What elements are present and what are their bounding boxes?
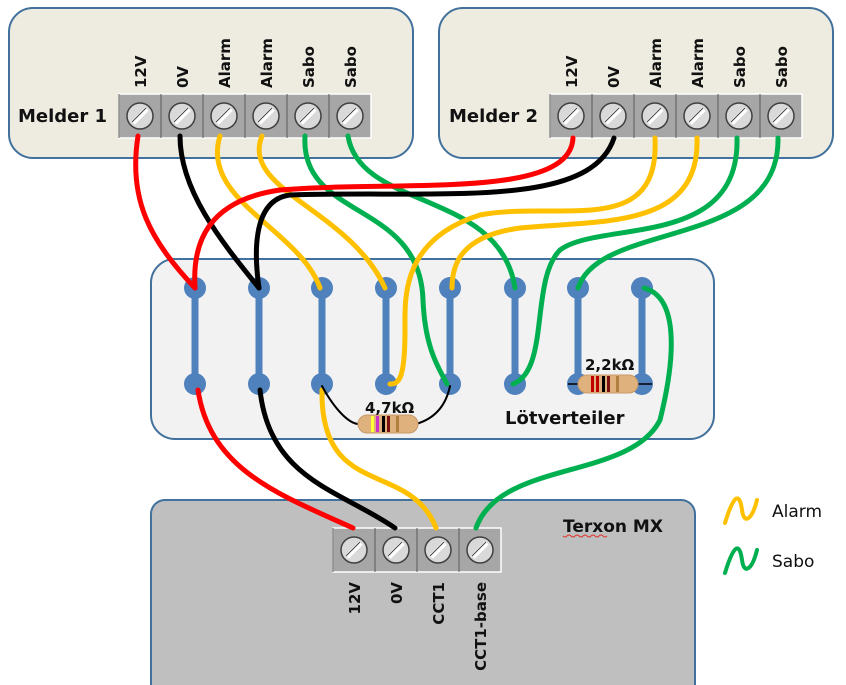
terxon-panel: Terxon MX 12V 0V CCT1 CCT1-base (150, 499, 696, 685)
wires (133, 133, 781, 531)
melder-2-terminal-screw-4 (725, 102, 753, 130)
melder-2-terminal-label-2: Alarm (647, 38, 665, 88)
melder-1-terminal-label-0: 12V (132, 55, 150, 88)
melder-2-terminal-screw-1 (599, 102, 627, 130)
melder-1-terminal-screw-3 (252, 102, 280, 130)
melder-2-terminal-screw-5 (767, 102, 795, 130)
legend-alarm-label: Alarm (772, 502, 822, 522)
wire-m1-alarm2 (256, 133, 388, 291)
legend-sabo-label: Sabo (772, 552, 814, 572)
legend: Alarm Sabo (723, 496, 822, 575)
melder-2-terminal-label-4: Sabo (731, 46, 749, 88)
melder-2-terminal-label-3: Alarm (689, 38, 707, 88)
melder-1-terminal-label-3: Alarm (258, 38, 276, 88)
melder-2-terminal-screw-2 (641, 102, 669, 130)
wire-panel-0v (257, 387, 398, 531)
resistor-4k7-lead-left (321, 385, 361, 425)
wire-m1-alarm1 (215, 133, 323, 291)
panel-terminal-screw-2 (424, 536, 452, 564)
melder-2-terminal-label-5: Sabo (773, 46, 791, 88)
wire-m2-sabo2 (575, 135, 781, 291)
wire-m1-12v (133, 133, 198, 291)
panel-terminal-screw-3 (466, 536, 494, 564)
wire-m2-alarm1 (387, 135, 658, 387)
wire-m2-alarm2 (449, 135, 700, 291)
spellcheck-underline (562, 534, 608, 538)
melder-2-terminal-label-0: 12V (563, 55, 581, 88)
panel-housing (150, 499, 696, 685)
panel-title: Terxon MX (563, 517, 663, 537)
melder-1-terminal-label-2: Alarm (216, 38, 234, 88)
legend-alarm-swatch (723, 496, 759, 525)
wire-panel-cct1-base (473, 285, 674, 531)
melder-1-title: Melder 1 (18, 106, 107, 127)
legend-sabo-swatch (723, 546, 759, 575)
resistor-4k7: 4,7kΩ (357, 399, 419, 434)
panel-terminal-label-0: 12V (346, 582, 364, 615)
board-title: Lötverteiler (505, 408, 625, 429)
melder-2-terminal-label-1: 0V (605, 66, 623, 88)
wire-panel-12v (195, 387, 356, 531)
solder-pad-bottom (375, 373, 397, 395)
melder-1-terminal-screw-5 (336, 102, 364, 130)
solder-pad-bottom (184, 373, 206, 395)
melder-2: Melder 2 12V 0V Alarm Alarm Sabo Sabo (438, 7, 834, 159)
panel-terminal-screw-0 (340, 536, 368, 564)
melder-2-terminal-screw-0 (557, 102, 585, 130)
panel-terminal-label-3: CCT1-base (472, 582, 490, 671)
melder-1: Melder 1 12V 0V Alarm Alarm Sabo Sabo (8, 7, 414, 159)
wire-m1-sabo1 (302, 133, 450, 387)
wire-m2-sabo1 (510, 135, 740, 387)
wire-panel-cct1 (319, 387, 439, 531)
panel-terminal-label-2: CCT1 (430, 582, 448, 625)
melder-1-terminal-screw-2 (210, 102, 238, 130)
resistor-4k7-label: 4,7kΩ (365, 399, 415, 417)
wire-m2-0v (253, 135, 617, 291)
melder-1-terminal-label-1: 0V (174, 66, 192, 88)
resistor-4k7-lead-right (415, 385, 451, 425)
resistor-2k2-label: 2,2kΩ (585, 356, 635, 374)
wire-m2-12v (192, 135, 576, 291)
resistor-2k2: 2,2kΩ (568, 356, 652, 394)
wire-m1-0v (177, 133, 262, 291)
solder-pad-bottom (248, 373, 270, 395)
melder-1-terminal-screw-4 (294, 102, 322, 130)
melder-1-terminal-label-4: Sabo (300, 46, 318, 88)
panel-terminal-label-1: 0V (388, 582, 406, 604)
panel-terminal-screw-1 (382, 536, 410, 564)
wire-m1-sabo2 (345, 133, 518, 291)
melder-2-title: Melder 2 (449, 106, 538, 127)
melder-1-terminal-label-5: Sabo (342, 46, 360, 88)
melder-1-terminal-screw-0 (126, 102, 154, 130)
melder-1-terminal-screw-1 (168, 102, 196, 130)
solder-pad-bottom (311, 373, 333, 395)
board-strip-3 (311, 277, 333, 395)
melder-2-terminal-screw-3 (683, 102, 711, 130)
